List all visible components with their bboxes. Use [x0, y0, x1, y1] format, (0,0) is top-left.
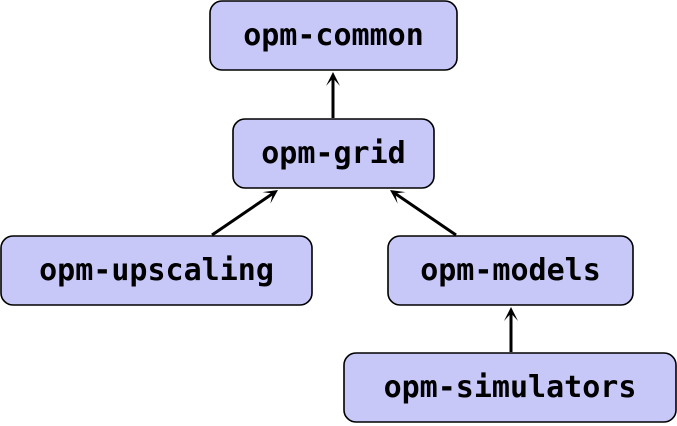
node-label: opm-upscaling — [39, 253, 274, 288]
node-opm-simulators: opm-simulators — [343, 352, 677, 423]
node-box — [343, 352, 677, 423]
node-opm-grid: opm-grid — [232, 118, 435, 189]
edge-line — [211, 192, 274, 237]
edge-opm-grid-to-opm-common — [326, 72, 340, 118]
arrowhead-icon — [326, 72, 340, 86]
node-box — [209, 0, 458, 71]
node-opm-common: opm-common — [209, 0, 458, 71]
edge-opm-models-to-opm-grid — [390, 190, 457, 237]
edges-layer — [211, 72, 518, 352]
node-box — [232, 118, 435, 189]
arrowhead-icon — [390, 190, 406, 204]
node-opm-upscaling: opm-upscaling — [0, 235, 313, 306]
edge-line — [394, 192, 457, 237]
edge-opm-simulators-to-opm-models — [504, 307, 518, 352]
node-label: opm-simulators — [384, 370, 637, 405]
node-box — [0, 235, 313, 306]
node-box — [387, 235, 634, 306]
node-opm-models: opm-models — [387, 235, 634, 306]
arrowhead-icon — [262, 190, 278, 204]
node-label: opm-models — [420, 253, 601, 288]
node-label: opm-grid — [261, 136, 406, 171]
edge-opm-upscaling-to-opm-grid — [211, 190, 278, 237]
node-label: opm-common — [243, 18, 424, 53]
arrowhead-icon — [504, 307, 518, 321]
